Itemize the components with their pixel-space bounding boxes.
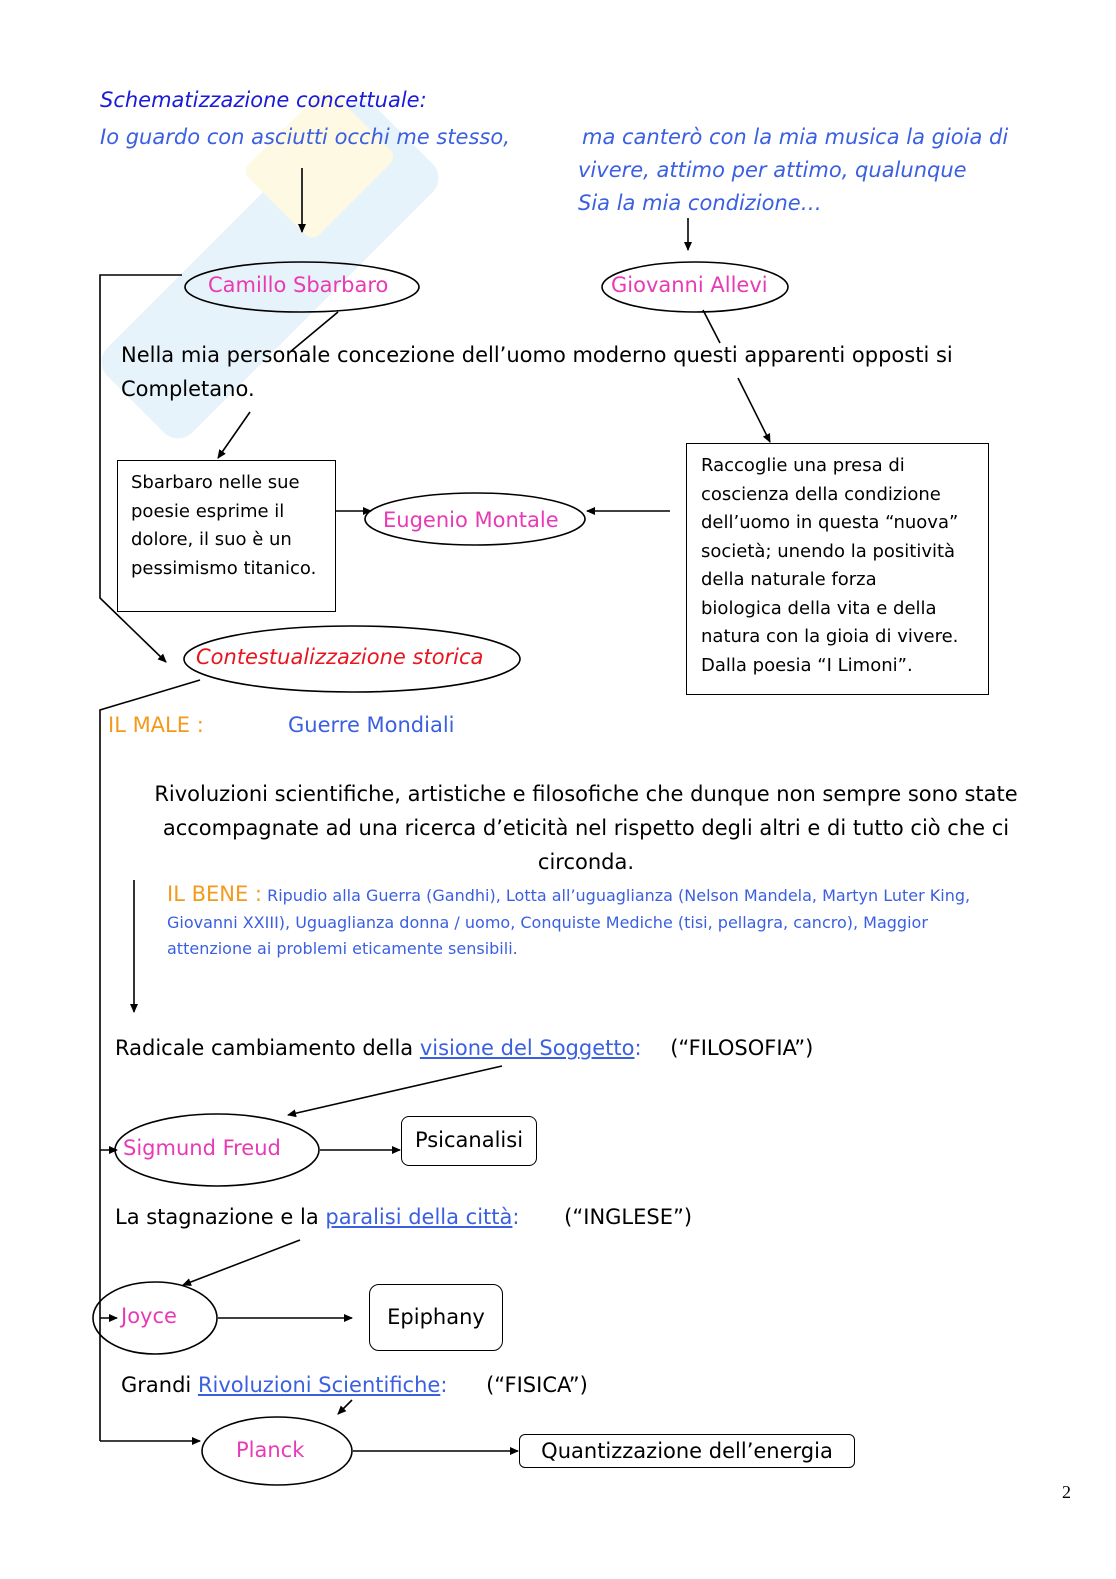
- ellipse-allevi: [601, 261, 789, 313]
- rivoluzioni-line-3: circonda.: [537, 850, 635, 874]
- allevi-desc-line-3: dell’uomo in questa “nuova”: [701, 512, 959, 533]
- psicanalisi-box: Psicanalisi: [401, 1116, 537, 1166]
- node-contestualizzazione: Contestualizzazione storica: [196, 645, 484, 669]
- bene-line-3: attenzione ai problemi eticamente sensib…: [167, 939, 518, 958]
- inglese-colon: :: [512, 1205, 520, 1229]
- link-paralisi-citta[interactable]: paralisi della città: [325, 1205, 513, 1229]
- sbarbaro-description-text: Sbarbaro nelle sue poesie esprime il dol…: [131, 472, 317, 579]
- arrow-allevi-to-box: [737, 377, 771, 443]
- quote-right-line-3: Sia la mia condizione…: [578, 191, 822, 215]
- intro-line-2: Completano.: [121, 377, 255, 401]
- ellipse-joyce: [92, 1281, 218, 1355]
- fisica-prefix: Grandi: [121, 1373, 198, 1397]
- node-freud: Sigmund Freud: [123, 1136, 281, 1160]
- filosofia-colon: :: [634, 1036, 642, 1060]
- male-label: IL MALE :: [108, 713, 204, 737]
- section-inglese: La stagnazione e la paralisi della città…: [115, 1200, 692, 1234]
- ellipse-contesto: [183, 625, 521, 693]
- node-sbarbaro: Camillo Sbarbaro: [208, 273, 389, 297]
- quote-right-line-2: vivere, attimo per attimo, qualunque: [578, 158, 967, 182]
- allevi-description-box: Raccoglie una presa di coscienza della c…: [686, 443, 989, 695]
- arrow-paralisi-to-joyce: [182, 1239, 301, 1286]
- bene-line-1: IL BENE : Ripudio alla Guerra (Gandhi), …: [167, 882, 970, 906]
- inglese-prefix: La stagnazione e la: [115, 1205, 326, 1229]
- ellipse-montale: [364, 492, 586, 546]
- inglese-tag: (“INGLESE”): [564, 1205, 693, 1229]
- arrow-intro-to-sbarbaro-box: [217, 411, 251, 459]
- bene-line-2: Giovanni XXIII), Uguaglianza donna / uom…: [167, 913, 928, 932]
- section-filosofia: Radicale cambiamento della visione del S…: [115, 1031, 813, 1065]
- link-rivoluzioni-scientifiche[interactable]: Rivoluzioni Scientifiche: [197, 1373, 441, 1397]
- node-joyce: Joyce: [121, 1304, 177, 1328]
- quote-left: Io guardo con asciutti occhi me stesso,: [100, 125, 510, 149]
- ellipse-planck: [201, 1416, 353, 1486]
- fisica-tag: (“FISICA”): [486, 1373, 588, 1397]
- allevi-desc-line-2: coscienza della condizione: [701, 483, 941, 505]
- fisica-colon: :: [440, 1373, 448, 1397]
- filosofia-tag: (“FILOSOFIA”): [670, 1036, 814, 1060]
- page-title: Schematizzazione concettuale:: [100, 88, 427, 112]
- rivoluzioni-line-1: Rivoluzioni scientifiche, artistiche e f…: [154, 782, 1018, 806]
- allevi-desc-line-4: società; unendo la positività: [701, 540, 956, 562]
- epiphany-box: Epiphany: [369, 1284, 503, 1351]
- rivoluzioni-line-2: accompagnate ad una ricerca d’eticità ne…: [162, 816, 1010, 840]
- intro-line-1: Nella mia personale concezione dell’uomo…: [121, 343, 953, 367]
- allevi-desc-line-5: della naturale forza: [701, 569, 877, 590]
- allevi-desc-line-8: Dalla poesia “I Limoni”.: [701, 654, 913, 676]
- section-fisica: Grandi Rivoluzioni Scientifiche: (“FISIC…: [121, 1368, 588, 1402]
- quote-right-line-1: ma canterò con la mia musica la gioia di: [582, 125, 1009, 149]
- allevi-desc-line-1: Raccoglie una presa di: [701, 455, 905, 476]
- allevi-desc-line-7: natura con la gioia di vivere.: [701, 626, 959, 647]
- allevi-desc-line-6: biologica della vita e della: [701, 597, 937, 619]
- node-planck: Planck: [236, 1438, 305, 1462]
- page-number: 2: [1062, 1482, 1071, 1502]
- bene-label: IL BENE :: [167, 882, 262, 906]
- quantizzazione-box: Quantizzazione dell’energia: [519, 1434, 855, 1468]
- arrow-rivoluzioni-to-planck: [337, 1399, 353, 1415]
- filosofia-prefix: Radicale cambiamento della: [115, 1036, 420, 1060]
- male-value: Guerre Mondiali: [288, 713, 455, 737]
- link-visione-soggetto[interactable]: visione del Soggetto: [419, 1036, 635, 1060]
- bene-text-1: Ripudio alla Guerra (Gandhi), Lotta all’…: [267, 886, 971, 905]
- ellipse-sbarbaro: [184, 261, 420, 313]
- arrow-visione-to-freud: [287, 1065, 503, 1118]
- node-allevi: Giovanni Allevi: [611, 273, 768, 297]
- node-montale: Eugenio Montale: [383, 508, 559, 532]
- sbarbaro-description-box: Sbarbaro nelle sue poesie esprime il dol…: [117, 460, 336, 612]
